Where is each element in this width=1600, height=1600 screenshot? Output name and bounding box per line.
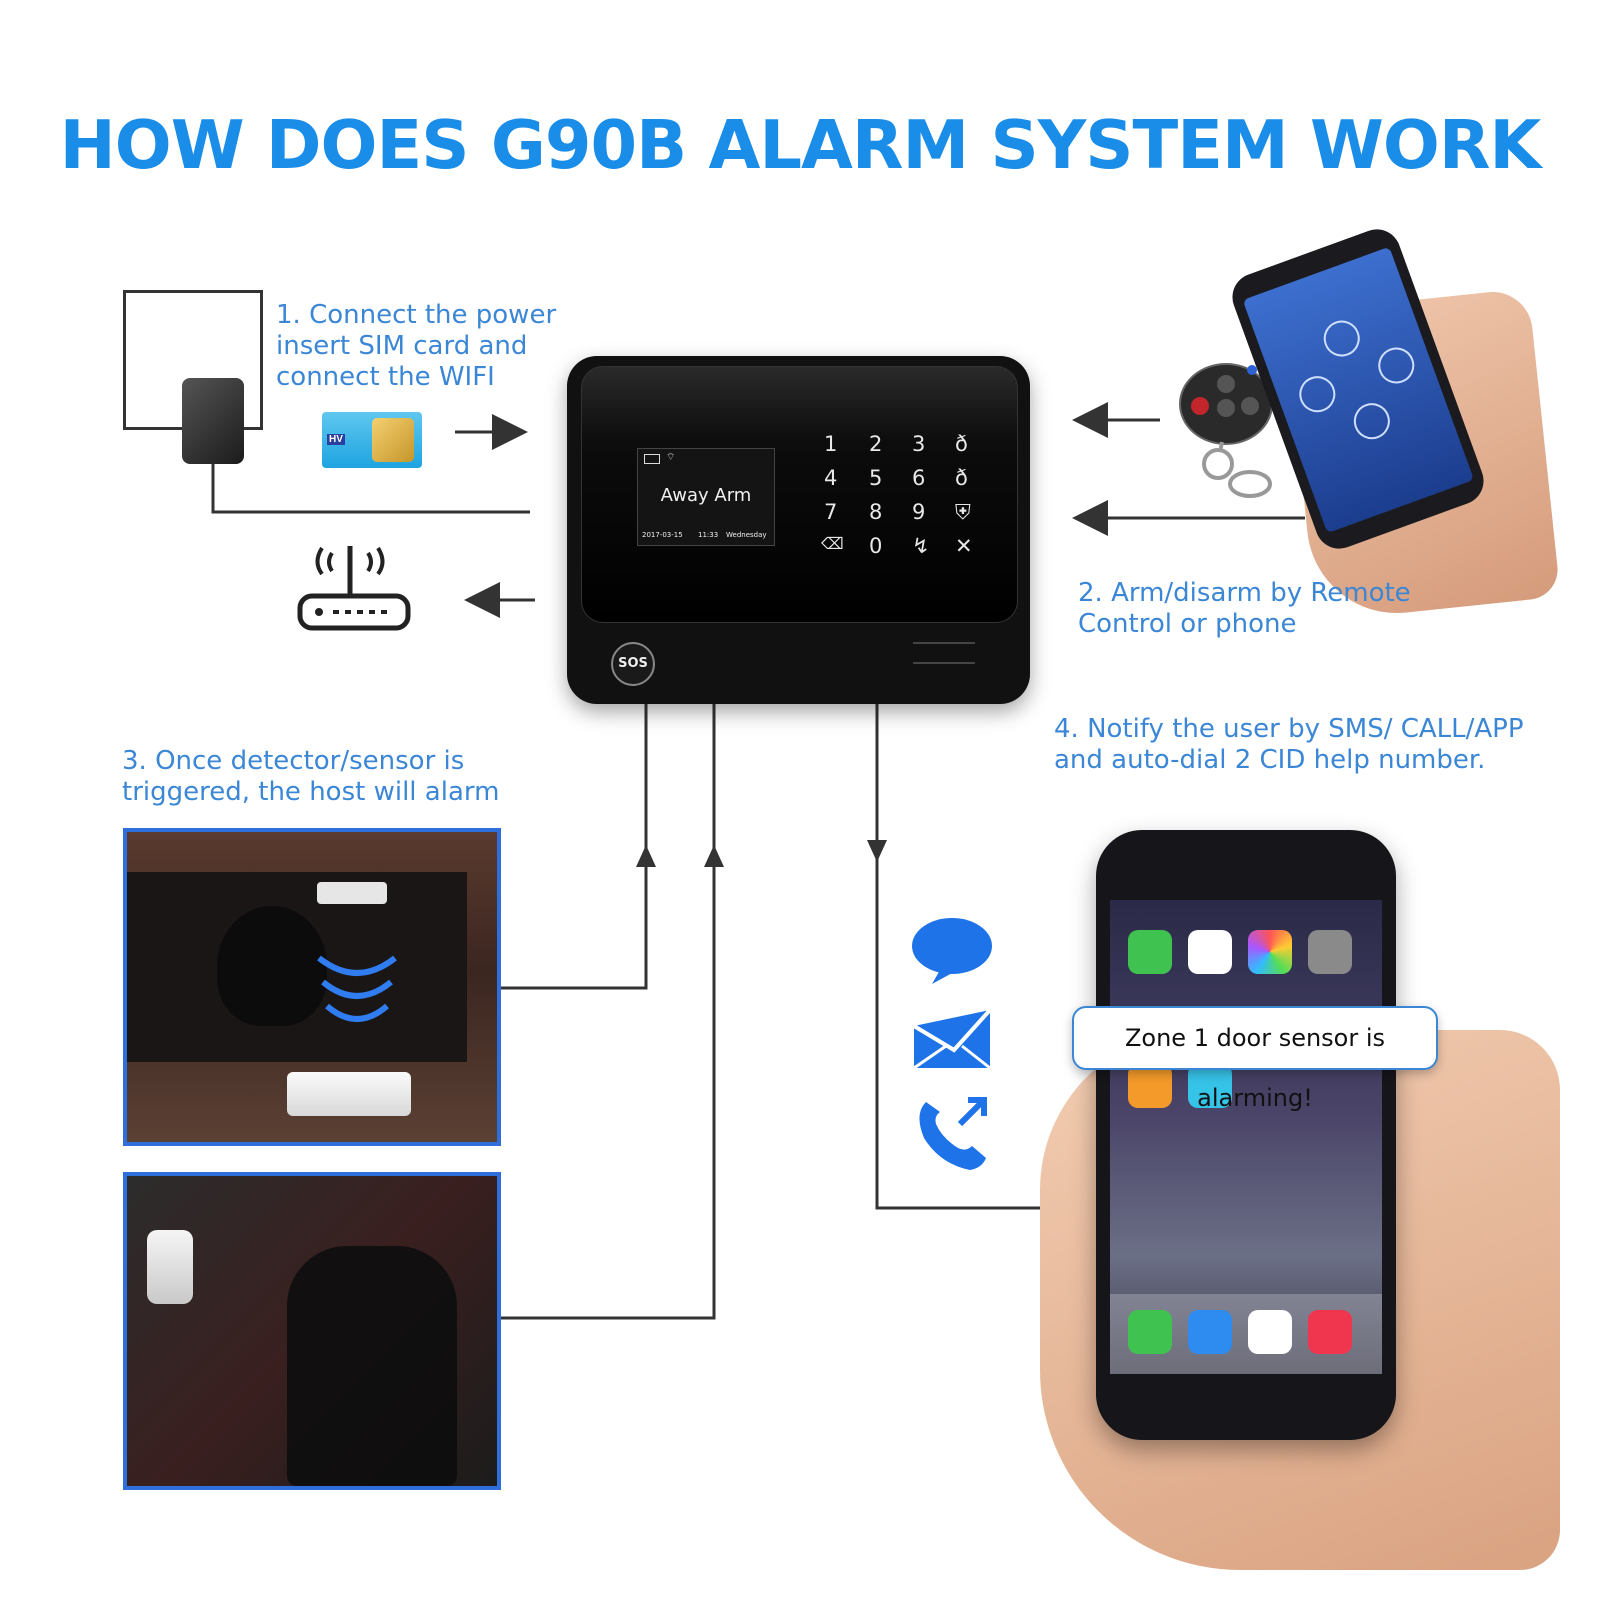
step4-text: 4. Notify the user by SMS/ CALL/APP and … bbox=[1054, 714, 1524, 775]
host-lcd-screen: ⌔ Away Arm 2017-03-15 11:33 Wednesday bbox=[637, 448, 775, 546]
remote-control-icon bbox=[1179, 363, 1273, 498]
wifi-router-icon bbox=[297, 546, 411, 631]
app-message-icon bbox=[1348, 398, 1395, 445]
safari-app-dock-icon bbox=[1248, 1310, 1292, 1354]
app-arm-icon bbox=[1318, 315, 1365, 362]
sensor1-line bbox=[500, 700, 648, 990]
intruder-silhouette bbox=[287, 1246, 457, 1486]
calculator-app-icon bbox=[1128, 1064, 1172, 1108]
key-disarm-icon[interactable]: ↯ bbox=[912, 534, 930, 558]
messages-app-icon bbox=[1128, 930, 1172, 974]
sms-bubble-icon bbox=[912, 918, 992, 984]
mail-app-dock-icon bbox=[1188, 1310, 1232, 1354]
step2-text: 2. Arm/disarm by Remote Control or phone bbox=[1078, 578, 1411, 639]
phone-screen bbox=[1110, 900, 1382, 1374]
power-adapter-icon bbox=[182, 378, 244, 464]
door-sensor-bottom bbox=[287, 1072, 411, 1116]
notification-phone bbox=[1096, 830, 1396, 1440]
app-disarm-icon bbox=[1294, 371, 1341, 418]
phone-app-dock-icon bbox=[1128, 1310, 1172, 1354]
sim-chip bbox=[372, 418, 414, 462]
sim-label: HV bbox=[327, 434, 345, 445]
wifi-status-icon: ⌔ bbox=[666, 452, 676, 463]
step3-text: 3. Once detector/sensor is triggered, th… bbox=[122, 746, 500, 807]
screen-time: 11:33 bbox=[698, 531, 719, 539]
key-backspace-icon[interactable]: ⌫ bbox=[821, 534, 844, 553]
key-4[interactable]: 4 bbox=[824, 466, 838, 490]
page-title: HOW DOES G90B ALARM SYSTEM WORK bbox=[59, 106, 1542, 184]
speaker-grill bbox=[913, 642, 975, 664]
key-shield-icon[interactable]: ⛨ bbox=[955, 500, 971, 524]
mail-icon bbox=[912, 1008, 992, 1070]
key-6[interactable]: 6 bbox=[912, 466, 926, 490]
key-home-lock-icon[interactable]: ð bbox=[955, 466, 968, 490]
pir-sensor bbox=[147, 1230, 193, 1304]
notify-line bbox=[875, 700, 1100, 1210]
motion-sensor-scene bbox=[123, 1172, 501, 1490]
key-mute-icon[interactable]: ✕ bbox=[955, 534, 973, 558]
video-app-icon bbox=[1188, 1064, 1232, 1108]
power-cable-line bbox=[211, 455, 530, 514]
camera-app-icon bbox=[1308, 930, 1352, 974]
key-0[interactable]: 0 bbox=[869, 534, 883, 558]
key-2[interactable]: 2 bbox=[869, 432, 883, 456]
screen-status: Away Arm bbox=[660, 485, 752, 506]
notification-bubble: Zone 1 door sensor is alarming! bbox=[1072, 1006, 1438, 1112]
intruder-head bbox=[217, 906, 327, 1026]
screen-day: Wednesday bbox=[726, 531, 767, 539]
sim-card-icon: HV bbox=[322, 412, 422, 468]
key-7[interactable]: 7 bbox=[824, 500, 838, 524]
signal-waves-icon bbox=[317, 955, 397, 1022]
phone-dock bbox=[1110, 1294, 1382, 1374]
door-sensor-top bbox=[317, 882, 387, 904]
alarm-host-panel: ⌔ Away Arm 2017-03-15 11:33 Wednesday 1 … bbox=[567, 356, 1030, 704]
step1-text: 1. Connect the power insert SIM card and… bbox=[276, 300, 557, 392]
calendar-app-icon bbox=[1188, 930, 1232, 974]
music-app-dock-icon bbox=[1308, 1310, 1352, 1354]
door-sensor-scene bbox=[123, 828, 501, 1146]
key-5[interactable]: 5 bbox=[869, 466, 883, 490]
call-icon bbox=[919, 1097, 987, 1170]
screen-date: 2017-03-15 bbox=[642, 531, 683, 539]
app-home-icon bbox=[1373, 342, 1420, 389]
key-9[interactable]: 9 bbox=[912, 500, 926, 524]
sos-button[interactable]: SOS bbox=[611, 642, 655, 686]
key-lock-icon[interactable]: ð bbox=[955, 432, 968, 456]
battery-icon bbox=[644, 454, 660, 464]
key-1[interactable]: 1 bbox=[824, 432, 838, 456]
key-3[interactable]: 3 bbox=[912, 432, 926, 456]
photos-app-icon bbox=[1248, 930, 1292, 974]
sensor2-line bbox=[500, 700, 716, 1320]
key-8[interactable]: 8 bbox=[869, 500, 883, 524]
